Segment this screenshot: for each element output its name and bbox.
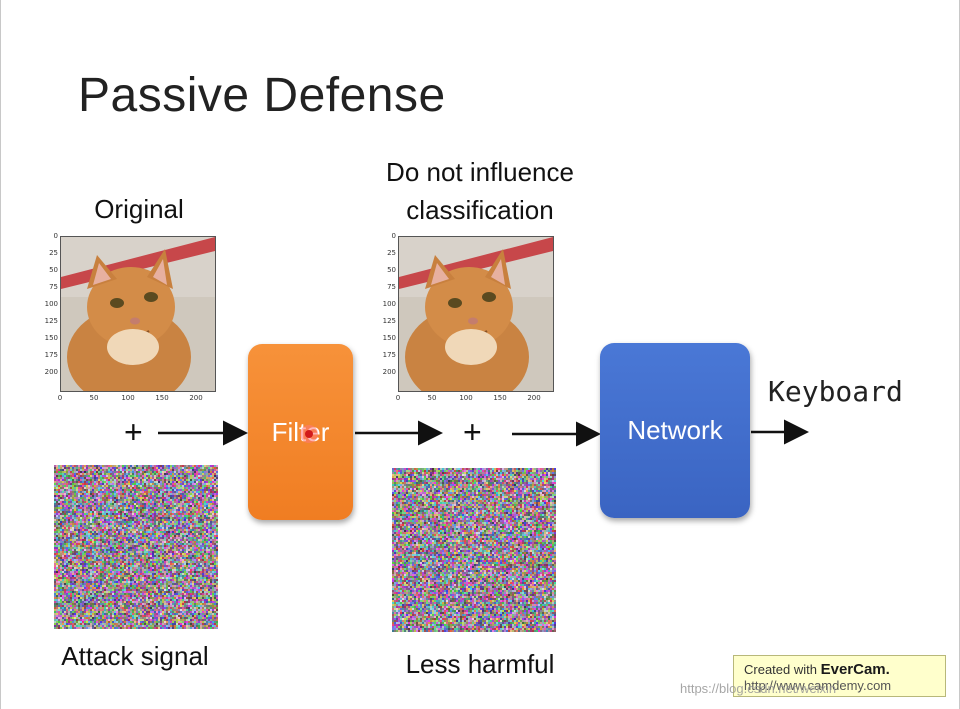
less-harmful-noise-image bbox=[392, 468, 556, 632]
y-tick: 150 bbox=[376, 334, 396, 342]
badge-prefix: Created with bbox=[744, 662, 817, 677]
x-tick: 100 bbox=[456, 394, 476, 402]
filtered-cat-plot: 0 25 50 75 100 125 150 175 200 0 50 100 … bbox=[388, 236, 553, 411]
y-tick: 125 bbox=[376, 317, 396, 325]
caption-do-not-influence-line1: Do not influence bbox=[355, 153, 605, 191]
caption-do-not-influence-line2: classification bbox=[355, 191, 605, 229]
y-tick: 100 bbox=[38, 300, 58, 308]
y-tick: 200 bbox=[376, 368, 396, 376]
caption-original: Original bbox=[64, 190, 214, 228]
cursor-pointer-icon bbox=[300, 425, 318, 443]
x-tick: 0 bbox=[50, 394, 70, 402]
plus-sign: + bbox=[463, 416, 482, 448]
cat-photo-illustration bbox=[61, 237, 215, 391]
cat-image bbox=[60, 236, 216, 392]
y-tick: 0 bbox=[376, 232, 396, 240]
y-tick: 50 bbox=[376, 266, 396, 274]
caption-less-harmful: Less harmful bbox=[385, 645, 575, 683]
y-tick: 75 bbox=[376, 283, 396, 291]
slide-title: Passive Defense bbox=[78, 68, 446, 123]
noise-canvas bbox=[392, 468, 556, 632]
x-tick: 200 bbox=[524, 394, 544, 402]
original-cat-plot: 0 25 50 75 100 125 150 175 200 0 50 100 … bbox=[50, 236, 215, 411]
y-tick: 25 bbox=[376, 249, 396, 257]
plus-sign: + bbox=[124, 416, 143, 448]
y-tick: 175 bbox=[376, 351, 396, 359]
x-tick: 50 bbox=[84, 394, 104, 402]
x-tick: 150 bbox=[490, 394, 510, 402]
watermark-text: https://blog.csdn.net/weixin bbox=[680, 681, 836, 696]
attack-signal-noise-image bbox=[54, 465, 218, 629]
x-tick: 150 bbox=[152, 394, 172, 402]
y-tick: 200 bbox=[38, 368, 58, 376]
x-tick: 200 bbox=[186, 394, 206, 402]
y-tick: 150 bbox=[38, 334, 58, 342]
x-tick: 50 bbox=[422, 394, 442, 402]
network-label: Network bbox=[627, 415, 722, 446]
y-tick: 0 bbox=[38, 232, 58, 240]
output-label: Keyboard bbox=[768, 375, 903, 408]
y-tick: 175 bbox=[38, 351, 58, 359]
cat-photo-illustration bbox=[399, 237, 553, 391]
y-tick: 100 bbox=[376, 300, 396, 308]
x-tick: 0 bbox=[388, 394, 408, 402]
caption-attack-signal: Attack signal bbox=[40, 637, 230, 675]
network-box: Network bbox=[600, 343, 750, 518]
y-tick: 125 bbox=[38, 317, 58, 325]
x-tick: 100 bbox=[118, 394, 138, 402]
y-tick: 25 bbox=[38, 249, 58, 257]
cat-image bbox=[398, 236, 554, 392]
badge-brand: EverCam bbox=[821, 661, 886, 678]
y-tick: 75 bbox=[38, 283, 58, 291]
y-tick: 50 bbox=[38, 266, 58, 274]
noise-canvas bbox=[54, 465, 218, 629]
caption-do-not-influence: Do not influence classification bbox=[355, 153, 605, 229]
slide-border-left bbox=[0, 0, 1, 709]
